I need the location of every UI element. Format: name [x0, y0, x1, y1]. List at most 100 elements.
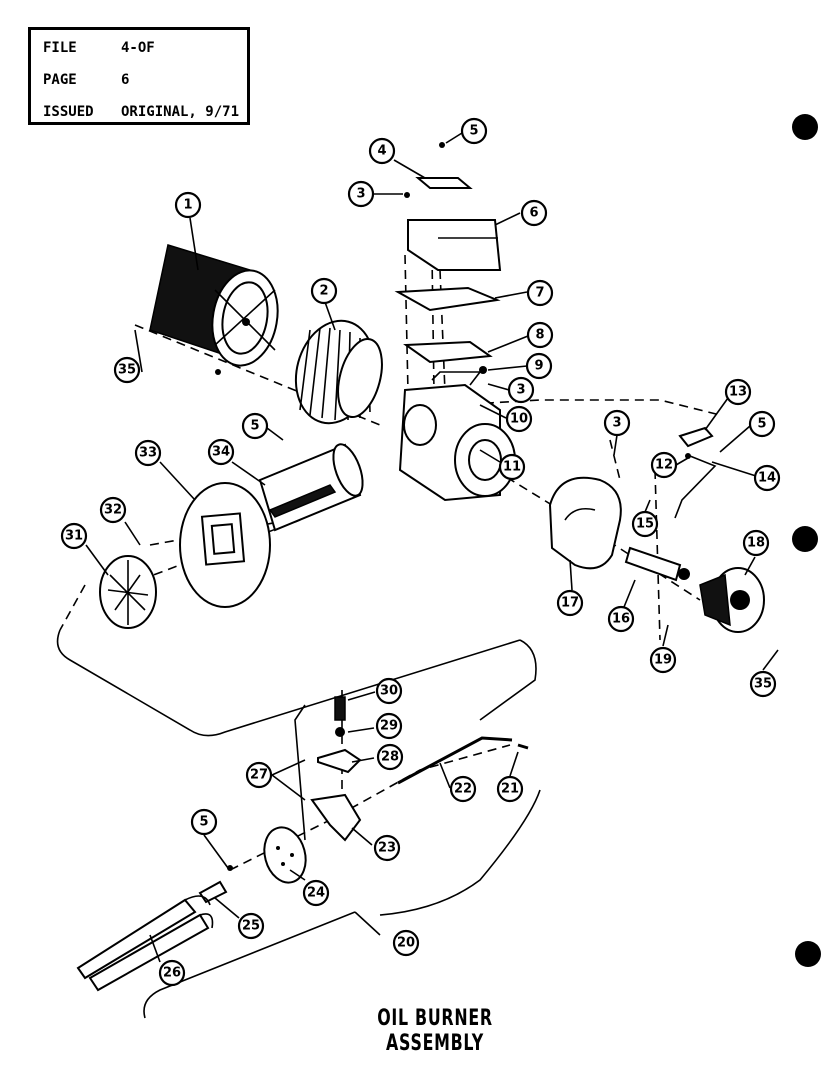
callout-15: 15	[631, 510, 659, 538]
callout-27: 27	[245, 761, 273, 789]
callout-2: 2	[310, 277, 338, 305]
callout-5-tube: 5	[241, 412, 269, 440]
diagram-title: OIL BURNER ASSEMBLY	[377, 1006, 493, 1056]
svg-text:5: 5	[757, 417, 766, 432]
callout-3-top: 3	[347, 180, 375, 208]
svg-text:3: 3	[516, 383, 525, 398]
callout-3-right: 3	[507, 376, 535, 404]
air-tube-part	[258, 443, 364, 532]
callout-13: 13	[724, 378, 752, 406]
svg-text:7: 7	[535, 286, 544, 301]
callout-16: 16	[607, 605, 635, 633]
callout-33: 33	[134, 439, 162, 467]
svg-text:8: 8	[535, 328, 544, 343]
callout-35-left: 35	[113, 356, 141, 384]
svg-text:13: 13	[729, 385, 747, 400]
callout-25: 25	[237, 912, 265, 940]
callout-23: 23	[373, 834, 401, 862]
svg-text:18: 18	[747, 536, 765, 551]
svg-text:9: 9	[534, 359, 543, 374]
callout-30: 30	[375, 677, 403, 705]
svg-text:2: 2	[319, 284, 328, 299]
svg-text:4: 4	[377, 144, 386, 159]
svg-text:28: 28	[381, 750, 399, 765]
motor-part	[149, 244, 279, 375]
callout-22: 22	[449, 775, 477, 803]
callout-32: 32	[99, 496, 127, 524]
callout-5-rod: 5	[748, 410, 776, 438]
svg-text:35: 35	[754, 677, 772, 692]
air-band-part	[548, 476, 622, 570]
svg-text:25: 25	[242, 919, 260, 934]
svg-text:17: 17	[561, 596, 579, 611]
page-label: PAGE	[43, 72, 77, 88]
assembly-lines	[56, 254, 721, 1019]
svg-text:16: 16	[612, 612, 630, 627]
leader-lines	[85, 132, 779, 963]
svg-text:24: 24	[307, 886, 325, 901]
callout-5-lower: 5	[190, 808, 218, 836]
callout-34: 34	[207, 438, 235, 466]
blower-wheel-part	[294, 319, 383, 425]
nozzle-assembly-parts	[76, 696, 529, 992]
file-label: FILE	[43, 40, 77, 56]
callout-4: 4	[368, 137, 396, 165]
file-info-box: FILE 4-OF PAGE 6 ISSUED ORIGINAL, 9/71	[28, 27, 250, 125]
callout-3-band: 3	[603, 409, 631, 437]
callout-11: 11	[498, 453, 526, 481]
svg-text:31: 31	[65, 529, 83, 544]
page-value: 6	[121, 72, 130, 88]
svg-text:5: 5	[199, 815, 208, 830]
svg-text:27: 27	[250, 768, 268, 783]
svg-text:14: 14	[758, 471, 776, 486]
bracket-and-rod-parts	[674, 426, 717, 519]
svg-text:21: 21	[501, 782, 519, 797]
svg-text:29: 29	[380, 719, 398, 734]
callout-21: 21	[496, 775, 524, 803]
svg-text:34: 34	[212, 445, 230, 460]
svg-text:33: 33	[139, 446, 157, 461]
svg-text:35: 35	[118, 363, 136, 378]
issued-value: ORIGINAL, 9/71	[121, 104, 240, 120]
callout-28: 28	[376, 743, 404, 771]
svg-text:32: 32	[104, 503, 122, 518]
callout-17: 17	[556, 589, 584, 617]
callout-5-top: 5	[460, 117, 488, 145]
coupling-part	[624, 546, 690, 582]
svg-text:11: 11	[503, 460, 521, 475]
binder-hole-middle	[792, 526, 818, 552]
callout-7: 7	[526, 279, 554, 307]
file-value: 4-OF	[121, 40, 155, 56]
svg-text:6: 6	[529, 206, 538, 221]
callout-19: 19	[649, 646, 677, 674]
callout-1: 1	[174, 191, 202, 219]
svg-text:15: 15	[636, 517, 654, 532]
svg-text:22: 22	[454, 782, 472, 797]
callout-6: 6	[520, 199, 548, 227]
top-cover-parts	[394, 142, 502, 374]
callout-24: 24	[302, 879, 330, 907]
callout-35-right: 35	[749, 670, 777, 698]
svg-text:19: 19	[654, 653, 672, 668]
svg-text:3: 3	[356, 187, 365, 202]
svg-text:3: 3	[612, 416, 621, 431]
burner-housing-part	[398, 371, 516, 502]
callout-8: 8	[526, 321, 554, 349]
svg-text:20: 20	[397, 936, 415, 951]
binder-hole-bottom	[795, 941, 821, 967]
svg-text:26: 26	[163, 966, 181, 981]
callout-14: 14	[753, 464, 781, 492]
svg-text:12: 12	[655, 458, 673, 473]
svg-text:10: 10	[510, 412, 528, 427]
svg-text:1: 1	[183, 198, 192, 213]
callout-26: 26	[158, 959, 186, 987]
fuel-pump-part	[699, 567, 765, 633]
callout-10: 10	[505, 405, 533, 433]
callout-20: 20	[392, 929, 420, 957]
issued-label: ISSUED	[43, 104, 94, 120]
mounting-flange-part	[179, 482, 271, 608]
fan-part	[99, 555, 157, 629]
svg-text:23: 23	[378, 841, 396, 856]
callout-9: 9	[525, 352, 553, 380]
